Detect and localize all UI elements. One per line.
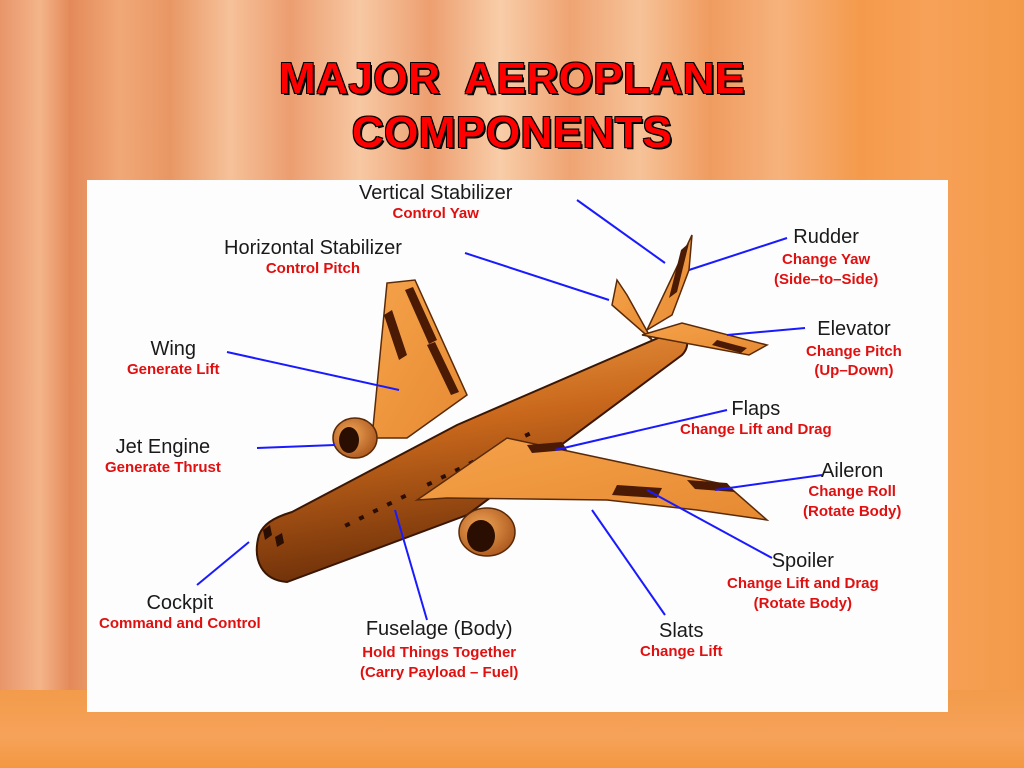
label-jet-engine: Jet Engine Generate Thrust xyxy=(105,436,221,476)
fuselage-desc-2: (Carry Payload – Fuel) xyxy=(360,664,519,682)
jet-engine-desc: Generate Thrust xyxy=(105,459,221,476)
label-spoiler: Spoiler Change Lift and Drag (Rotate Bod… xyxy=(727,550,879,613)
flaps-desc: Change Lift and Drag xyxy=(680,421,832,438)
label-elevator: Elevator Change Pitch (Up–Down) xyxy=(806,318,902,380)
elevator-desc-2: (Up–Down) xyxy=(814,362,894,380)
horizontal-stabilizer-name: Horizontal Stabilizer xyxy=(224,237,402,259)
label-fuselage: Fuselage (Body) Hold Things Together (Ca… xyxy=(360,618,518,682)
spoiler-panel xyxy=(612,485,662,498)
spoiler-desc: Change Lift and Drag xyxy=(727,575,879,592)
vertical-stabilizer-name: Vertical Stabilizer xyxy=(359,182,513,204)
label-wing: Wing Generate Lift xyxy=(127,338,220,378)
fuselage-name: Fuselage (Body) xyxy=(365,618,513,640)
flaps-name: Flaps xyxy=(731,398,781,420)
airplane-illustration xyxy=(196,199,823,621)
leader-lines xyxy=(196,199,823,621)
spoiler-name: Spoiler xyxy=(771,550,834,572)
aileron-desc: Change Roll xyxy=(808,483,896,500)
slats-desc: Change Lift xyxy=(640,643,723,660)
jet-engine-name: Jet Engine xyxy=(115,436,211,458)
aileron-desc-2: (Rotate Body) xyxy=(803,503,902,521)
horizontal-stabilizer xyxy=(611,278,653,341)
elevator-desc: Change Pitch xyxy=(806,343,902,360)
vertical-stabilizer-desc: Control Yaw xyxy=(392,205,479,222)
cockpit-name: Cockpit xyxy=(146,592,214,614)
label-flaps: Flaps Change Lift and Drag xyxy=(680,398,832,438)
cockpit-window xyxy=(263,525,272,540)
left-wing-flap-2 xyxy=(405,287,437,344)
slats-name: Slats xyxy=(659,620,704,642)
label-rudder: Rudder Change Yaw (Side–to–Side) xyxy=(774,226,878,289)
rudder-desc-2: (Side–to–Side) xyxy=(774,271,879,289)
horizontal-stabilizer-desc: Control Pitch xyxy=(265,260,361,277)
wing-name: Wing xyxy=(150,338,197,360)
cockpit-desc: Command and Control xyxy=(99,615,261,632)
aileron-name: Aileron xyxy=(821,460,884,482)
left-wing-strip xyxy=(427,342,459,395)
slide-title: MAJOR AEROPLANE COMPONENTS xyxy=(279,54,745,157)
label-slats: Slats Change Lift xyxy=(640,620,723,660)
label-vertical-stabilizer: Vertical Stabilizer Control Yaw xyxy=(359,182,512,222)
elevator-name: Elevator xyxy=(817,318,891,340)
fuselage-desc: Hold Things Together xyxy=(362,644,517,661)
diagram-panel: Vertical Stabilizer Control Yaw Horizont… xyxy=(87,180,948,712)
label-aileron: Aileron Change Roll (Rotate Body) xyxy=(803,460,901,521)
spoiler-desc-2: (Rotate Body) xyxy=(753,595,852,613)
rudder-desc: Change Yaw xyxy=(782,251,871,268)
label-cockpit: Cockpit Command and Control xyxy=(99,592,261,632)
left-wing xyxy=(371,279,468,439)
rudder-name: Rudder xyxy=(793,226,859,248)
wing-desc: Generate Lift xyxy=(127,361,220,378)
left-wing-flap xyxy=(384,310,407,360)
label-horizontal-stabilizer: Horizontal Stabilizer Control Pitch xyxy=(224,237,402,277)
